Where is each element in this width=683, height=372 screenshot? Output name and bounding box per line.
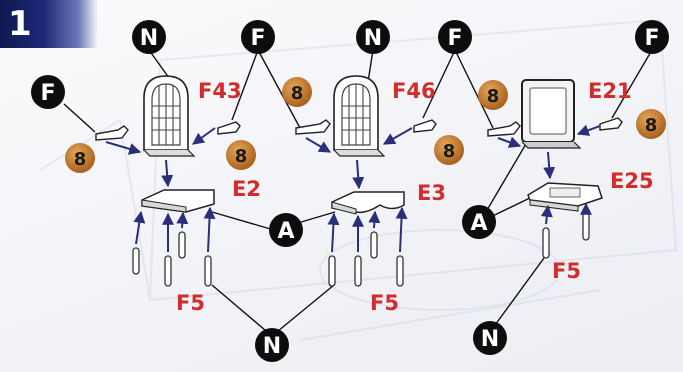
part-label-e2: E2: [232, 177, 261, 201]
symbol-n-bottom-mid: N: [255, 328, 289, 362]
svg-text:F: F: [644, 26, 659, 51]
glue-badge-6: 8: [636, 109, 666, 139]
svg-text:A: A: [277, 219, 294, 244]
glue-badge-3: 8: [226, 140, 256, 170]
svg-text:8: 8: [74, 149, 87, 170]
part-label-e3: E3: [417, 181, 446, 205]
svg-text:8: 8: [645, 115, 658, 136]
symbol-a-right: A: [462, 205, 496, 239]
part-label-e21: E21: [588, 79, 632, 103]
glue-badge-4: 8: [434, 135, 464, 165]
bracket-parts: [95, 117, 623, 141]
symbol-n-top-mid: N: [356, 20, 390, 54]
support-rods: [132, 211, 590, 287]
step-number: 1: [8, 4, 32, 44]
svg-text:8: 8: [235, 146, 248, 167]
part-label-f5-mid: F5: [370, 291, 399, 315]
step-badge: 1: [0, 0, 98, 48]
seat-pan-part-e2: [141, 189, 215, 213]
svg-text:F: F: [40, 81, 55, 106]
seat-back-part-e21: [521, 79, 582, 149]
seat-pan-part-e25: [527, 182, 603, 212]
svg-text:N: N: [263, 334, 281, 359]
symbol-f-top-mid: F: [438, 20, 472, 54]
part-label-e25: E25: [610, 169, 654, 193]
svg-text:8: 8: [291, 83, 304, 104]
glue-badge-2: 8: [282, 77, 312, 107]
symbol-n-top-left: N: [132, 20, 166, 54]
symbol-f-top-left: F: [241, 20, 275, 54]
svg-text:N: N: [364, 26, 382, 51]
symbol-f-left: F: [31, 75, 65, 109]
glue-badge-5: 8: [478, 80, 508, 110]
symbol-a-mid: A: [269, 213, 303, 247]
callout-lines: [63, 49, 653, 337]
svg-text:8: 8: [487, 86, 500, 107]
svg-text:N: N: [140, 26, 158, 51]
seat-back-part-f46: [333, 75, 386, 157]
symbol-n-bottom-right: N: [473, 321, 507, 355]
assembly-arrows: [105, 124, 601, 253]
seat-back-part-f43: [143, 75, 196, 157]
part-label-f43: F43: [198, 79, 242, 103]
glue-badge-1: 8: [65, 143, 95, 173]
svg-text:A: A: [470, 211, 487, 236]
svg-text:F: F: [250, 26, 265, 51]
part-label-f5-right: F5: [552, 259, 581, 283]
part-label-f5-left: F5: [176, 291, 205, 315]
svg-text:8: 8: [443, 141, 456, 162]
part-label-f46: F46: [392, 79, 436, 103]
symbol-f-top-right: F: [635, 20, 669, 54]
svg-text:N: N: [481, 327, 499, 352]
seat-pan-part-e3: [331, 191, 405, 215]
svg-text:F: F: [447, 26, 462, 51]
